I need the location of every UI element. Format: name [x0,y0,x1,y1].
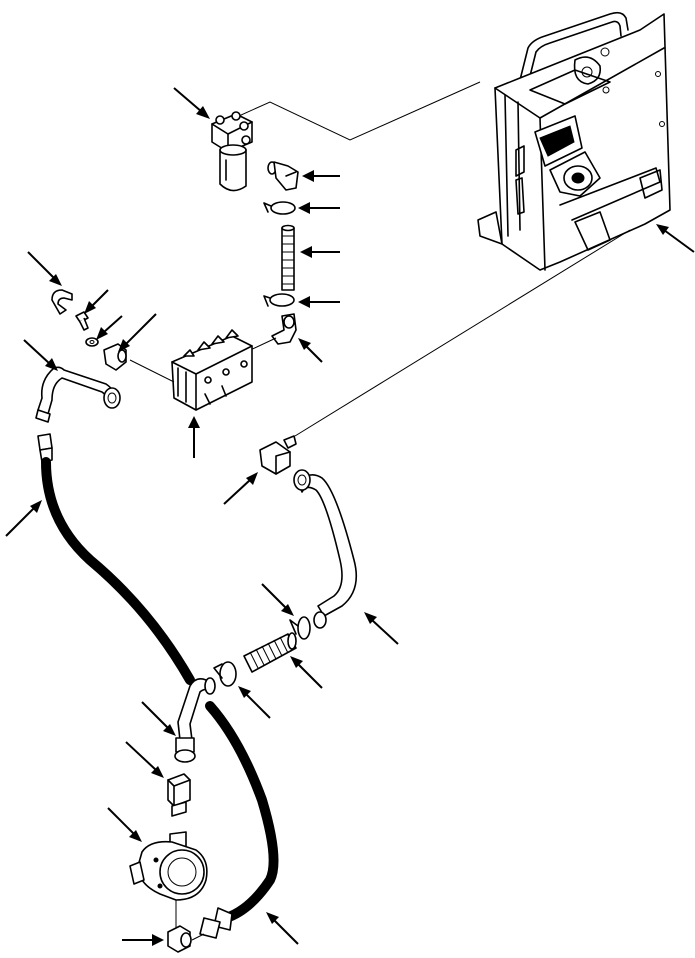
callout-arrow-washer [96,315,123,340]
callout-arrow-clip [27,251,62,286]
callout-arrow-curved-tube-lower [141,701,176,736]
distribution-block [129,329,253,411]
callout-arrow-short-hose [290,656,323,689]
callout-arrow-clamp-top [298,202,340,214]
callout-arrow-clamp-left [238,686,271,719]
elbow-fitting-mid [259,435,297,475]
callout-arrow-mid-elbow [223,472,258,505]
short-hose-straight [281,224,295,291]
elbow-fitting-top [267,161,299,191]
elbow-fitting-at-block [245,313,297,353]
callout-arrow-pump [107,807,142,842]
callout-arrow-top-elbow [302,170,340,182]
hose-clamp-top [263,201,296,215]
fuel-filter-assembly [211,111,253,192]
callout-arrow-block [188,416,200,458]
callout-arrow-bolt [84,289,109,314]
hose-clamp-right [289,616,311,640]
long-flexible-hose [37,433,279,939]
leader-line-filter-frame [229,81,481,141]
curved-tube-lower [174,677,216,763]
callout-arrow-bent-tube [23,339,58,371]
callout-arrow-bottom-hose [266,912,299,945]
callout-arrow-clamp-right [261,583,294,616]
bottom-elbow-fitting [167,925,192,953]
bent-metal-tube-left [35,366,121,423]
callout-arrow-bottom-elbow [122,934,164,946]
connector-fitting [167,773,191,817]
callout-arrow-long-hose [5,500,42,537]
callout-arrow-curved-tube [364,612,399,645]
hose-clamp-lower [263,293,295,307]
callout-arrow-hose [300,246,340,258]
leader-line-frame-elbow [294,229,631,437]
small-bolt [75,311,89,331]
callout-arrow-filter [173,87,210,119]
engine-frame-panel [477,11,671,271]
small-washer [85,337,99,347]
callout-arrows [5,87,695,946]
short-hose-lower [243,632,297,673]
callout-arrow-elbow-block [298,338,323,363]
callout-arrow-clamp-lower [298,296,340,308]
callout-arrow-frame [656,224,695,253]
bottom-hose-end [191,933,205,941]
curved-tube-right [293,469,358,629]
hose-clip [51,289,73,315]
fuel-pump [129,831,208,930]
hose-clamp-left [213,661,237,687]
callout-arrow-connector [125,741,164,778]
callout-arrow-left-elbow [118,313,157,352]
